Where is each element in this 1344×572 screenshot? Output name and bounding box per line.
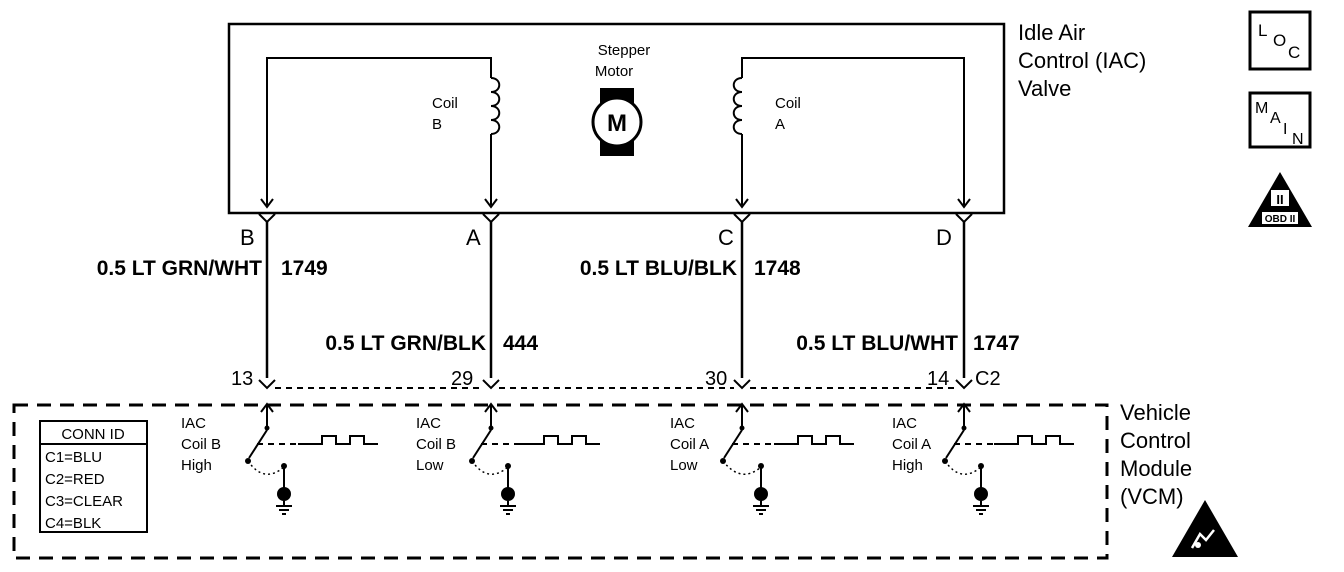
ground-icon [753,487,769,515]
conn-id-table: CONN ID C1=BLU C2=RED C3=CLEAR C4=BLK [39,420,148,533]
vcm-pin-30: 30 [705,368,727,390]
conn-id-row-2: C2=RED [45,471,105,488]
wire-1748-circuit: 1748 [754,257,801,280]
loc-letter-3: C [1288,43,1300,62]
motor-symbol: M [607,110,627,137]
ground-icon [973,487,989,515]
driver-2-label-1: IAC [416,415,441,432]
driver-coil-a-low: IAC Coil A Low [670,402,854,515]
coil-a-lead [741,57,965,205]
driver-1-label-1: IAC [181,415,206,432]
driver-4-label-1: IAC [892,415,917,432]
driver-3-label-1: IAC [670,415,695,432]
driver-2-label-3: Low [416,457,444,474]
motor-label-1: Stepper [598,42,651,59]
main-letter-2: A [1270,110,1281,127]
vcm-connector [258,379,973,390]
driver-2-label-2: Coil B [416,436,456,453]
loc-letter-1: L [1258,21,1267,40]
driver-1-label-3: High [181,457,212,474]
obd-text: OBD II [1265,214,1296,225]
coil-icon [490,77,501,135]
ground-icon [500,487,516,515]
vcm-title-4: (VCM) [1120,484,1184,509]
motor-icon: M [591,88,643,156]
coil-a-label-1: Coil [775,95,801,112]
iac-title-2: Control (IAC) [1018,48,1146,73]
driver-coil-b-low: IAC Coil B Low [416,402,600,515]
iac-title-1: Idle Air [1018,20,1085,45]
conn-id-title: CONN ID [61,426,125,443]
vcm-pin-13: 13 [231,368,253,390]
terminal-a: A [466,225,481,250]
terminal-b: B [240,225,255,250]
esd-warning-icon [1172,500,1238,557]
coil-a-label-2: A [775,116,785,133]
driver-4-label-2: Coil A [892,436,931,453]
loc-icon[interactable]: L O C [1248,10,1312,71]
coil-b-loop [266,57,492,205]
iac-title-3: Valve [1018,76,1071,101]
driver-coil-a-high: IAC Coil A High [892,402,1074,515]
wire-1747-circuit: 1747 [973,332,1020,355]
ground-icon [276,487,292,515]
wire-1749-circuit: 1749 [281,257,328,280]
main-letter-4: N [1292,131,1304,148]
iac-valve-box [227,22,1006,215]
main-icon[interactable]: M A I N [1248,91,1312,149]
driver-3-label-3: Low [670,457,698,474]
driver-4-label-3: High [892,457,923,474]
vcm-title-2: Control [1120,428,1191,453]
driver-3-label-2: Coil A [670,436,709,453]
terminal-arrows [260,198,971,209]
harness-wires [265,222,966,378]
main-letter-1: M [1255,100,1268,117]
connector-terminals [258,213,973,224]
wire-1747-label: 0.5 LT BLU/WHT [796,332,958,355]
obd-ii-icon[interactable]: II OBD II [1248,172,1312,227]
vcm-title-1: Vehicle [1120,400,1191,425]
driver-1-label-2: Coil B [181,436,221,453]
coil-b-label-2: B [432,116,442,133]
driver-coil-b-high: IAC Coil B High [181,402,378,515]
conn-id-row-1: C1=BLU [45,449,102,466]
vcm-title-3: Module [1120,456,1192,481]
wire-1749-label: 0.5 LT GRN/WHT [97,257,262,280]
main-letter-3: I [1283,121,1287,138]
vcm-pin-29: 29 [451,368,473,390]
vcm-pin-14: 14 [927,368,949,390]
vcm-connector-label: C2 [975,368,1001,390]
coil-icon [732,77,743,135]
loc-letter-2: O [1273,31,1286,50]
vcm-box [12,403,1109,560]
terminal-c: C [718,225,734,250]
wire-444-circuit: 444 [503,332,538,355]
terminal-d: D [936,225,952,250]
obd-numeral: II [1276,192,1283,207]
conn-id-row-3: C3=CLEAR [45,493,123,510]
motor-label-2: Motor [595,63,633,80]
conn-id-row-4: C4=BLK [45,515,101,532]
coil-b-label-1: Coil [432,95,458,112]
wire-444-label: 0.5 LT GRN/BLK [325,332,486,355]
wire-1748-label: 0.5 LT BLU/BLK [580,257,737,280]
